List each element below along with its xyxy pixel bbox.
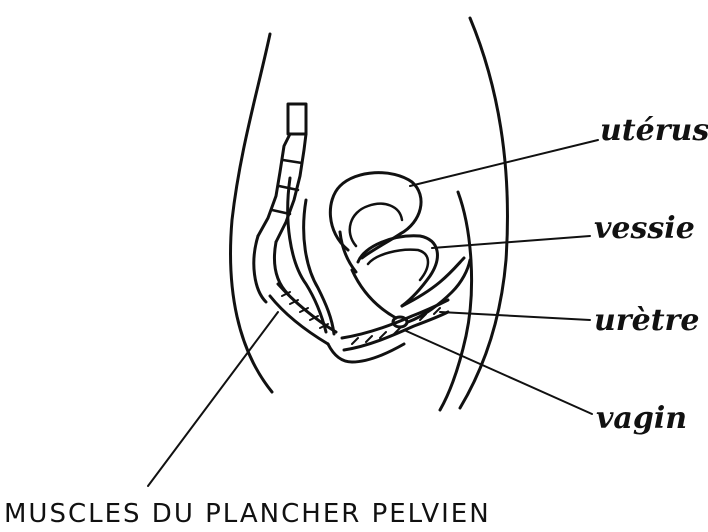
label-uretre: urètre — [594, 303, 699, 338]
label-vessie: vessie — [594, 211, 695, 246]
leader-muscles — [148, 312, 278, 486]
leader-vagin — [404, 330, 592, 414]
body-contour-front — [460, 18, 508, 408]
perineum-contour — [328, 344, 404, 362]
bladder-inner — [368, 250, 428, 280]
leader-lines — [148, 140, 598, 486]
uterus-cervix — [340, 232, 356, 272]
diagram-caption: MUSCLES DU PLANCHER PELVIEN — [4, 499, 491, 529]
pelvic-floor-muscle-rear — [270, 284, 336, 344]
leader-vessie — [432, 236, 590, 248]
vagina-wall — [352, 270, 396, 318]
label-vagin: vagin — [596, 401, 687, 436]
label-uterus: utérus — [600, 113, 708, 148]
uterus-inner — [350, 204, 402, 246]
leader-uretre — [440, 312, 590, 320]
body-contour-back — [231, 34, 272, 392]
